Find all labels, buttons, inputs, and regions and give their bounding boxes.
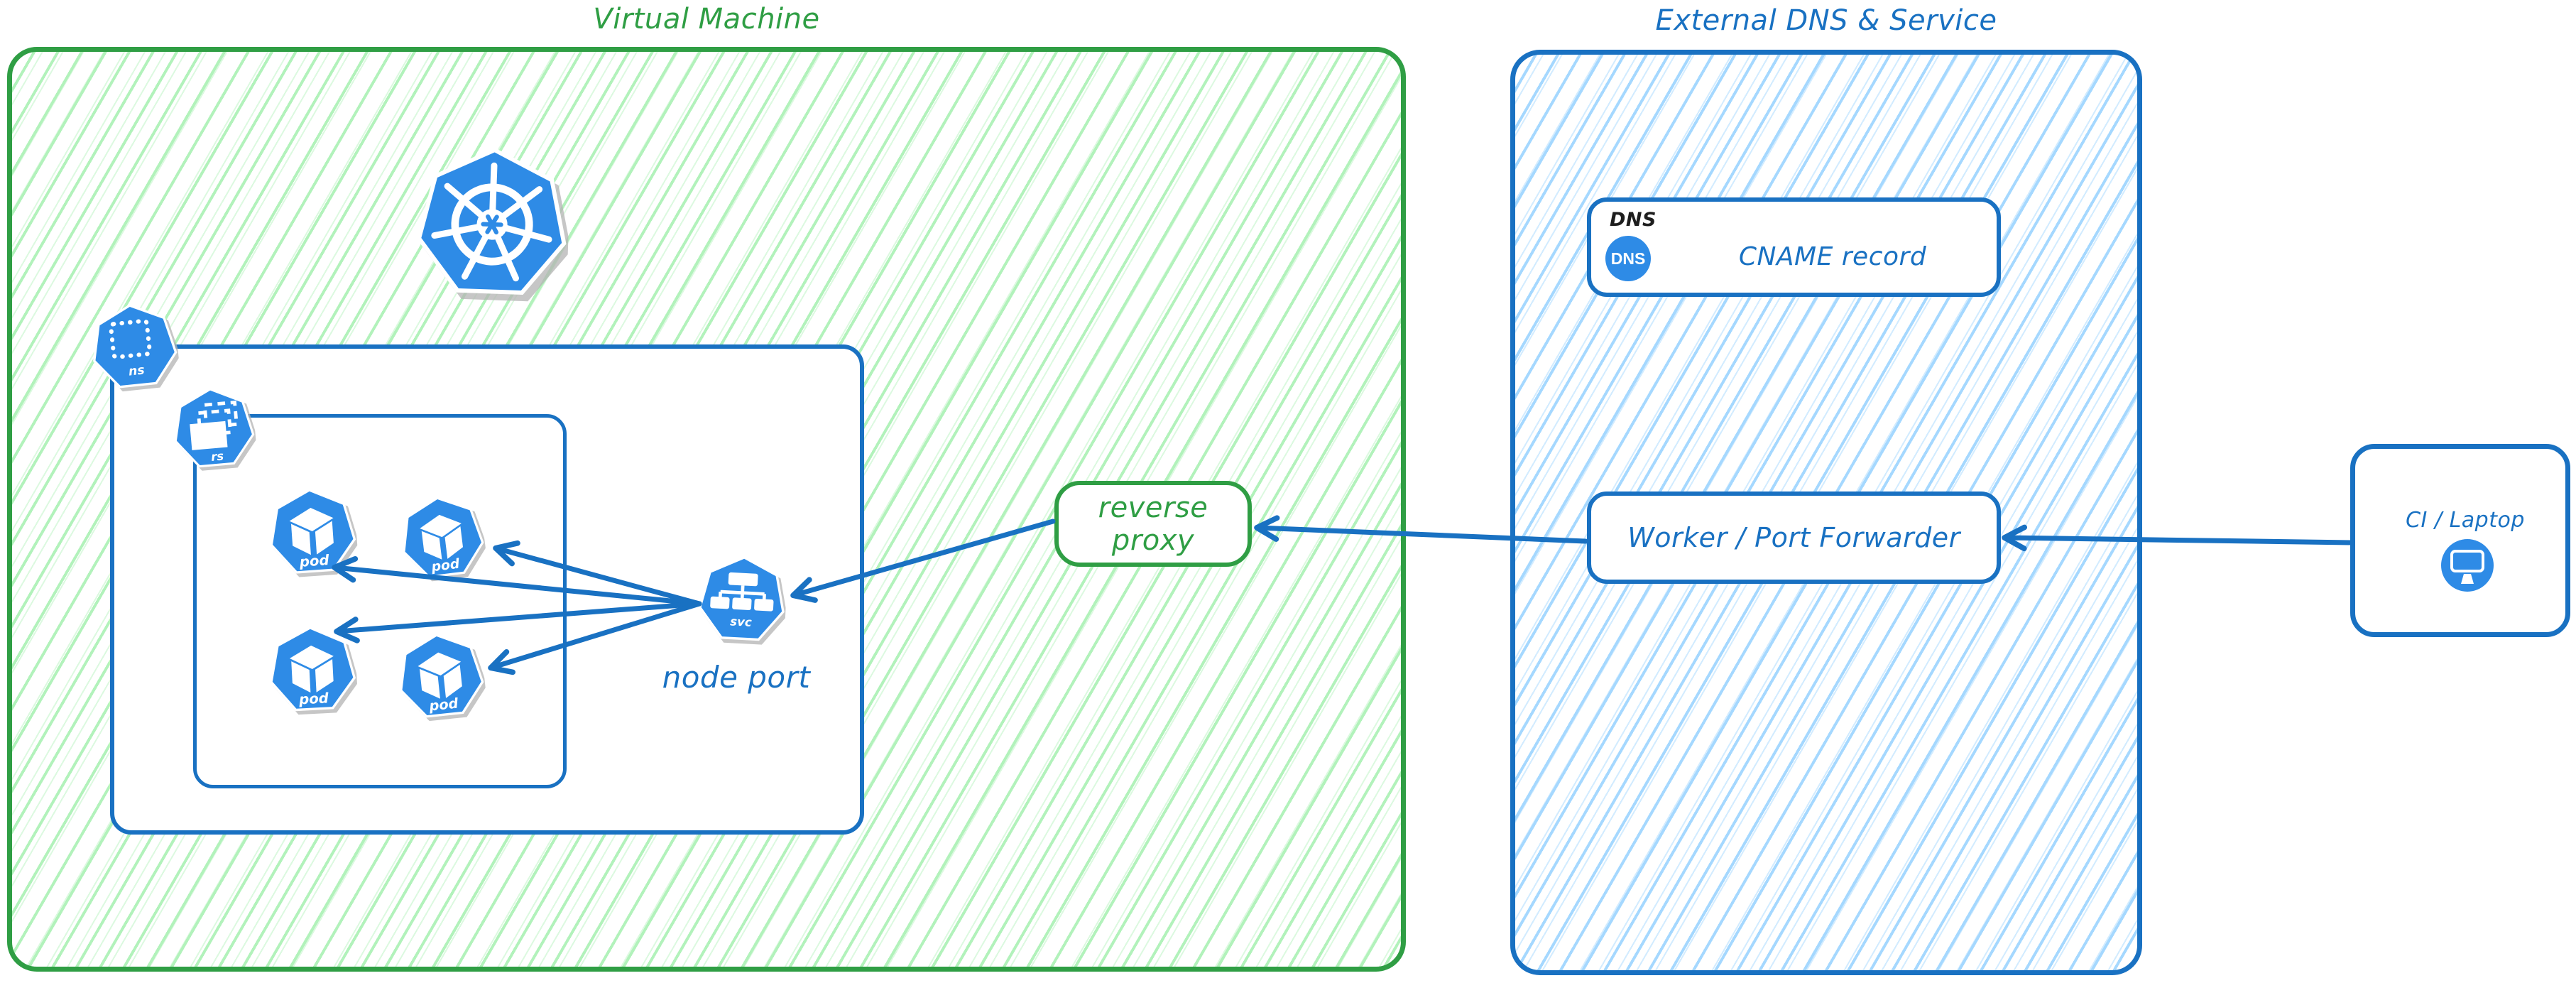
worker-box: Worker / Port Forwarder [1587, 492, 2001, 584]
pod-icon: pod [266, 486, 360, 582]
virtual-machine-title: Virtual Machine [593, 3, 820, 36]
dns-card: DNS DNS CNAME record [1587, 197, 2001, 297]
service-icon-label: svc [730, 614, 753, 629]
pod-icon-label: pod [298, 690, 330, 707]
pod-icon: pod [395, 492, 489, 587]
ci-laptop-box: CI / Laptop [2350, 444, 2570, 637]
pod-icon: pod [393, 629, 489, 727]
pod-icon-label: pod [298, 552, 330, 570]
namespace-icon-label: ns [128, 363, 146, 379]
replicaset-icon-label: rs [210, 449, 224, 464]
external-dns-title: External DNS & Service [1655, 4, 1997, 37]
reverse-proxy-box: reverse proxy [1054, 481, 1252, 567]
namespace-icon: ns [87, 300, 182, 398]
service-icon: svc [696, 554, 789, 649]
worker-label: Worker / Port Forwarder [1627, 522, 1960, 553]
node-port-label: node port [662, 659, 811, 695]
dns-badge-icon: DNS [1605, 236, 1651, 281]
dns-tag: DNS [1610, 209, 1657, 231]
ci-laptop-label: CI / Laptop [2406, 507, 2525, 533]
kubernetes-logo-icon [413, 145, 572, 306]
pod-icon-label: pod [427, 695, 459, 714]
replicaset-icon: rs [169, 384, 258, 477]
replicaset-box [193, 414, 567, 788]
cname-record-label: CNAME record [1738, 241, 1927, 271]
reverse-proxy-label: reverse proxy [1098, 491, 1208, 557]
pod-icon: pod [266, 624, 359, 719]
monitor-icon [2440, 538, 2494, 595]
